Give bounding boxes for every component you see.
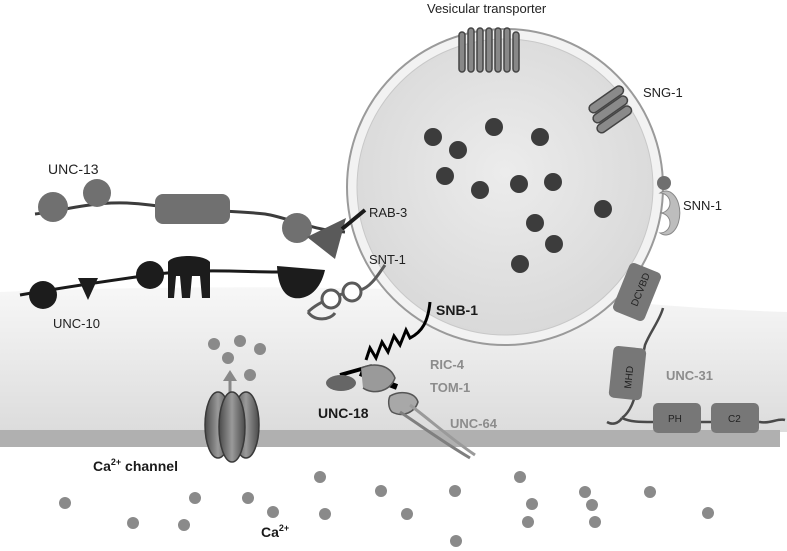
- mhd-domain: [608, 345, 647, 401]
- c2-label: C2: [728, 414, 741, 425]
- ph-domain: [653, 403, 701, 433]
- vesicular-transporter-label: Vesicular transporter: [427, 1, 547, 16]
- sng1-label: SNG-1: [643, 85, 683, 100]
- unc18-label: UNC-18: [318, 405, 369, 421]
- mhd-label: MHD: [623, 366, 636, 390]
- sng1-protein: [588, 85, 633, 134]
- tom1-label: TOM-1: [430, 380, 470, 395]
- ph-label: PH: [668, 414, 682, 425]
- c2-domain: [711, 403, 759, 433]
- snn1-protein: [657, 176, 681, 236]
- rab3-label: RAB-3: [369, 205, 407, 220]
- snare-complex: [326, 364, 476, 460]
- snn1-label: SNN-1: [683, 198, 722, 213]
- calcium-ions: [59, 335, 714, 547]
- rab3-protein: [307, 208, 367, 259]
- unc10-protein: [19, 256, 325, 309]
- vesicular-transporter-protein: [458, 27, 520, 73]
- unc64-label: UNC-64: [450, 416, 498, 431]
- dcvbd-domain: [613, 263, 661, 321]
- unc13-label: UNC-13: [48, 161, 99, 177]
- snb1-label: SNB-1: [436, 302, 478, 318]
- synaptic-vesicle: [346, 28, 664, 346]
- unc13-protein: [34, 179, 346, 243]
- calcium-channel-label: Ca2+ channel: [93, 457, 178, 474]
- plasma-membrane: [0, 430, 780, 447]
- ric4-label: RIC-4: [430, 357, 465, 372]
- presynaptic-cytoplasm: [0, 287, 787, 432]
- snt1-protein: [306, 264, 387, 321]
- unc10-label: UNC-10: [53, 316, 100, 331]
- calcium-ion-label: Ca2+: [261, 523, 289, 540]
- snt1-label: SNT-1: [369, 252, 406, 267]
- calcium-channel: [204, 370, 260, 463]
- unc31-label: UNC-31: [666, 368, 713, 383]
- unc31-protein: [606, 263, 786, 433]
- neurotransmitter-molecules: [424, 118, 612, 273]
